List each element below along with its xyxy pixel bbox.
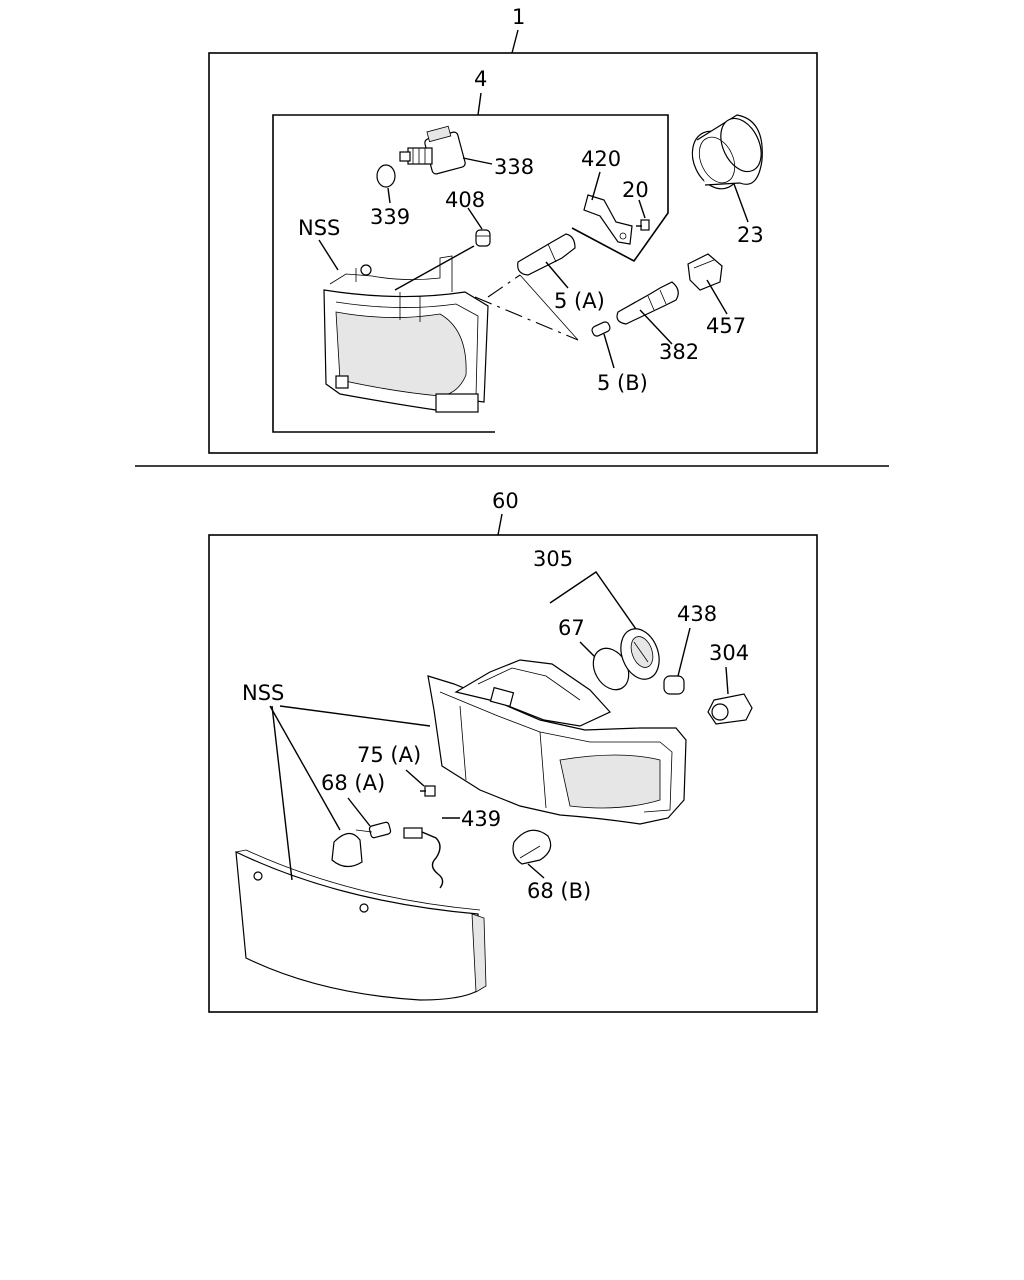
bottom-assembly-frame bbox=[208, 534, 818, 1013]
leader-5a bbox=[545, 261, 569, 289]
part-305-socket bbox=[620, 628, 660, 680]
leader-420 bbox=[591, 171, 601, 201]
part-338-switch bbox=[399, 125, 466, 175]
part-382-socket bbox=[616, 281, 679, 325]
part-5a-bulb bbox=[517, 233, 576, 276]
part-438-bulb bbox=[663, 675, 685, 695]
leader-68b bbox=[527, 863, 545, 879]
leader-20 bbox=[638, 199, 646, 219]
leader-nss-lens bbox=[271, 705, 293, 881]
part-304-socket bbox=[707, 693, 753, 725]
callout-5a: 5 (A) bbox=[554, 289, 605, 313]
callout-5b: 5 (B) bbox=[597, 371, 648, 395]
assembly-label-60: 60 bbox=[492, 489, 519, 513]
callout-420: 420 bbox=[581, 147, 621, 171]
callout-439: 439 bbox=[461, 807, 501, 831]
leader-75a bbox=[405, 769, 425, 787]
callout-304: 304 bbox=[709, 641, 749, 665]
axis-5a bbox=[487, 274, 521, 298]
part-439-harness bbox=[403, 827, 444, 889]
callout-nss-bottom: NSS bbox=[242, 681, 284, 705]
part-457-connector bbox=[687, 253, 723, 291]
callout-339: 339 bbox=[370, 205, 410, 229]
part-20-screw bbox=[636, 219, 650, 231]
leader-339 bbox=[387, 187, 391, 204]
leader-305 bbox=[549, 571, 639, 633]
part-339-o-ring bbox=[376, 164, 396, 188]
leader-nss-housing bbox=[279, 705, 431, 727]
callout-nss-top: NSS bbox=[298, 216, 340, 240]
callout-438: 438 bbox=[677, 602, 717, 626]
bottom-assembly: 60 305 67 438 304 bbox=[208, 489, 818, 1013]
sub-assembly-frame bbox=[272, 114, 669, 433]
leader-60 bbox=[497, 513, 503, 536]
callout-68a: 68 (A) bbox=[321, 771, 385, 795]
leader-408-to-lamp bbox=[394, 245, 475, 291]
assembly-label-1: 1 bbox=[512, 5, 525, 29]
leader-457 bbox=[706, 279, 728, 315]
callout-68b: 68 (B) bbox=[527, 879, 591, 903]
part-420-bracket bbox=[583, 194, 633, 245]
leader-438 bbox=[677, 627, 691, 677]
leader-23 bbox=[733, 183, 749, 223]
callout-23: 23 bbox=[737, 223, 764, 247]
part-5b-bulb bbox=[591, 321, 611, 337]
callout-67: 67 bbox=[558, 616, 585, 640]
part-housing bbox=[427, 659, 687, 825]
part-75a-screw bbox=[420, 785, 436, 797]
part-nss-lens-bottom bbox=[235, 849, 487, 1001]
leader-67 bbox=[579, 641, 597, 659]
leader-5b bbox=[603, 333, 615, 369]
leader-68a bbox=[347, 797, 371, 827]
leader-304 bbox=[725, 666, 729, 695]
leader-nss-top bbox=[318, 239, 339, 271]
leader-1 bbox=[511, 29, 519, 54]
sub-assembly-label-4: 4 bbox=[474, 67, 487, 91]
top-assembly: 1 4 338 339 408 bbox=[208, 5, 818, 454]
part-68a-bulb-socket bbox=[331, 821, 392, 868]
leader-4 bbox=[477, 92, 482, 116]
leader-382 bbox=[639, 309, 673, 345]
part-68b-bulb bbox=[512, 829, 552, 865]
leader-nss-socket bbox=[269, 705, 341, 831]
callout-382: 382 bbox=[659, 340, 699, 364]
top-assembly-frame bbox=[208, 52, 818, 454]
callout-20: 20 bbox=[622, 178, 649, 202]
callout-75a: 75 (A) bbox=[357, 743, 421, 767]
leader-408 bbox=[467, 207, 483, 230]
part-nss-headlamp-top bbox=[323, 255, 489, 413]
callout-457: 457 bbox=[706, 314, 746, 338]
part-23-ring bbox=[691, 114, 763, 190]
callout-305: 305 bbox=[533, 547, 573, 571]
guide-line bbox=[519, 274, 579, 341]
callout-338: 338 bbox=[494, 155, 534, 179]
callout-408: 408 bbox=[445, 188, 485, 212]
leader-338 bbox=[462, 157, 493, 165]
part-408-clip bbox=[475, 229, 491, 247]
